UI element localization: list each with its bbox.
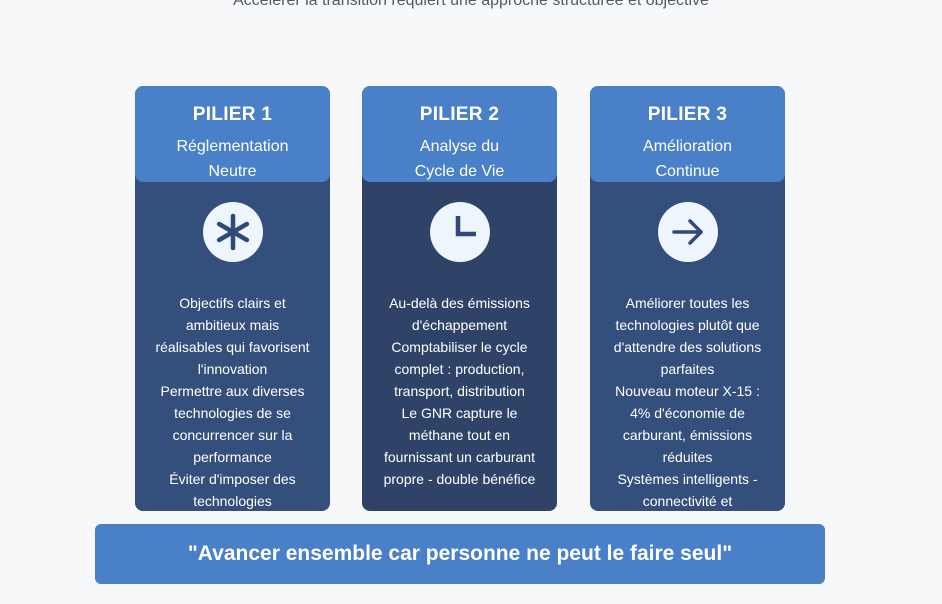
motto-banner: "Avancer ensemble car personne ne peut l… (95, 524, 825, 584)
pillar-point: Éviter d'imposer des technologies (169, 471, 296, 509)
pillar-point: Objectifs clairs et ambitieux mais réali… (155, 295, 310, 377)
pillar-point: Permettre aux diverses technologies de s… (160, 383, 305, 465)
pillar-point: Le GNR capture le méthane tout en fourni… (383, 405, 536, 487)
pillar-description: Objectifs clairs et ambitieux mais réali… (135, 292, 330, 511)
arrow-right-icon (657, 202, 718, 262)
pillar-subtitle: Analyse du Cycle de Vie (414, 138, 505, 180)
pillar-title: PILIER 2 (419, 104, 500, 125)
pillar-point: Systèmes intelligents - connectivité et (617, 471, 758, 509)
pillar-card-3: PILIER 3 Amélioration Continue Améliorer… (590, 86, 785, 511)
pillar-description: Au-delà des émissions d'échappement Comp… (362, 292, 557, 490)
pillar-card-1: PILIER 1 Réglementation Neutre Objectifs… (135, 86, 330, 511)
pillar-point: Comptabiliser le cycle complet : product… (391, 339, 528, 399)
pie-chart-icon (429, 202, 490, 262)
pillar-subtitle: Réglementation Neutre (176, 138, 289, 180)
pillar-point: Nouveau moteur X-15 : 4% d'économie de c… (615, 383, 760, 465)
pillar-header: PILIER 3 Amélioration Continue (590, 86, 785, 182)
pillar-header: PILIER 1 Réglementation Neutre (135, 86, 330, 182)
pillar-point: Au-delà des émissions d'échappement (389, 295, 530, 333)
pillar-description: Améliorer toutes les technologies plutôt… (590, 292, 785, 511)
pillar-subtitle: Amélioration Continue (643, 138, 732, 180)
pillar-point: Améliorer toutes les technologies plutôt… (613, 295, 762, 377)
pillar-title: PILIER 1 (192, 104, 273, 125)
pillar-card-2: PILIER 2 Analyse du Cycle de Vie Au-delà… (362, 86, 557, 511)
pillar-title: PILIER 3 (647, 104, 728, 125)
pillar-header: PILIER 2 Analyse du Cycle de Vie (362, 86, 557, 182)
asterisk-icon (202, 202, 263, 262)
page-subtitle: Accélérer la transition requiert une app… (233, 0, 709, 9)
